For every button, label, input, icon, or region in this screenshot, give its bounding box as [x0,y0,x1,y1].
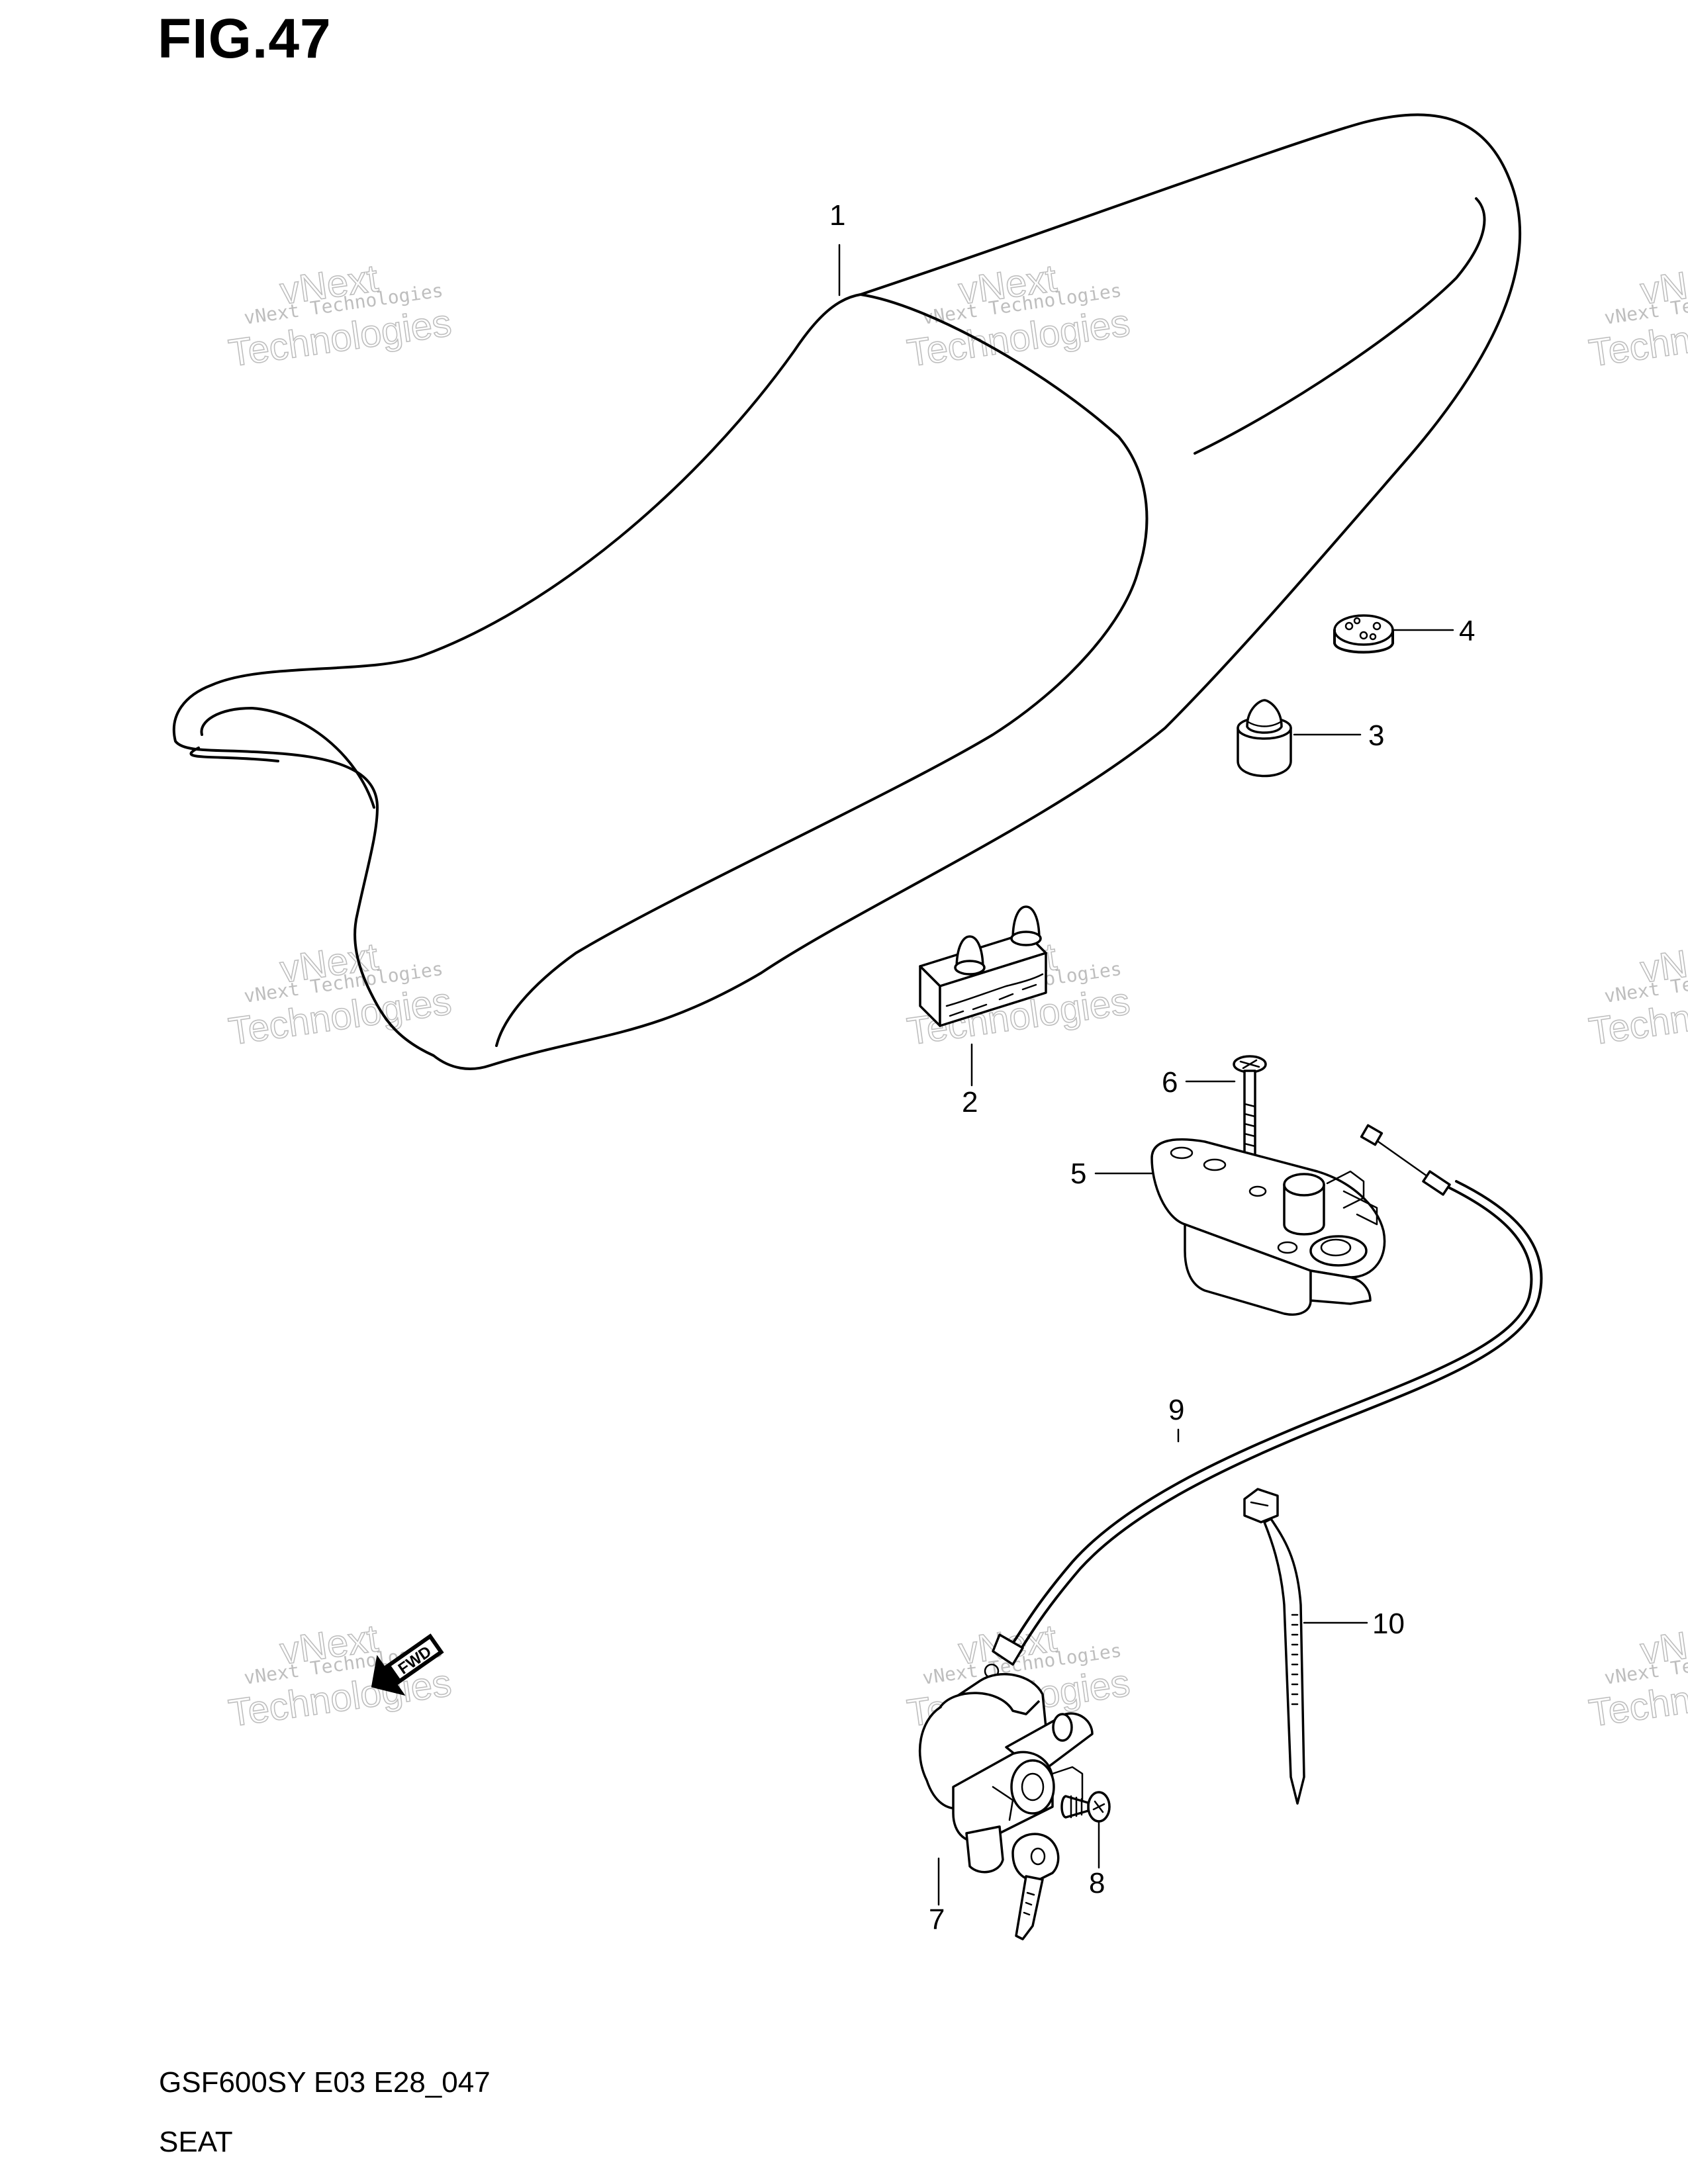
callout-2: 2 [962,1086,978,1118]
callout-8: 8 [1089,1867,1105,1899]
cable-drawing [984,1124,1543,1679]
figure-name: SEAT [159,2126,233,2158]
callout-1: 1 [829,199,845,232]
callout-9: 9 [1168,1394,1184,1426]
screw-drawing [1233,1055,1267,1163]
callout-labels: 1 2 3 4 5 6 7 8 9 10 [829,199,1475,1936]
cable-tie-drawing [1243,1488,1305,1805]
figure-title: FIG.47 [158,7,332,69]
small-screw-drawing [1060,1791,1111,1823]
callout-7: 7 [929,1903,945,1936]
callout-3: 3 [1368,719,1384,752]
lock-bracket-drawing [1150,1138,1386,1316]
seat-drawing [172,113,1522,1070]
seat-lock-drawing [918,1672,1094,1940]
leader-lines [838,244,1454,1906]
callout-6: 6 [1162,1066,1178,1099]
cushion-drawing [1237,699,1292,778]
callout-4: 4 [1459,615,1475,647]
callout-10: 10 [1372,1608,1405,1640]
cushion-ring-drawing [1333,614,1394,654]
callout-5: 5 [1070,1158,1086,1190]
damper-drawing [919,905,1047,1027]
figure-code: GSF600SY E03 E28_047 [159,2066,491,2099]
